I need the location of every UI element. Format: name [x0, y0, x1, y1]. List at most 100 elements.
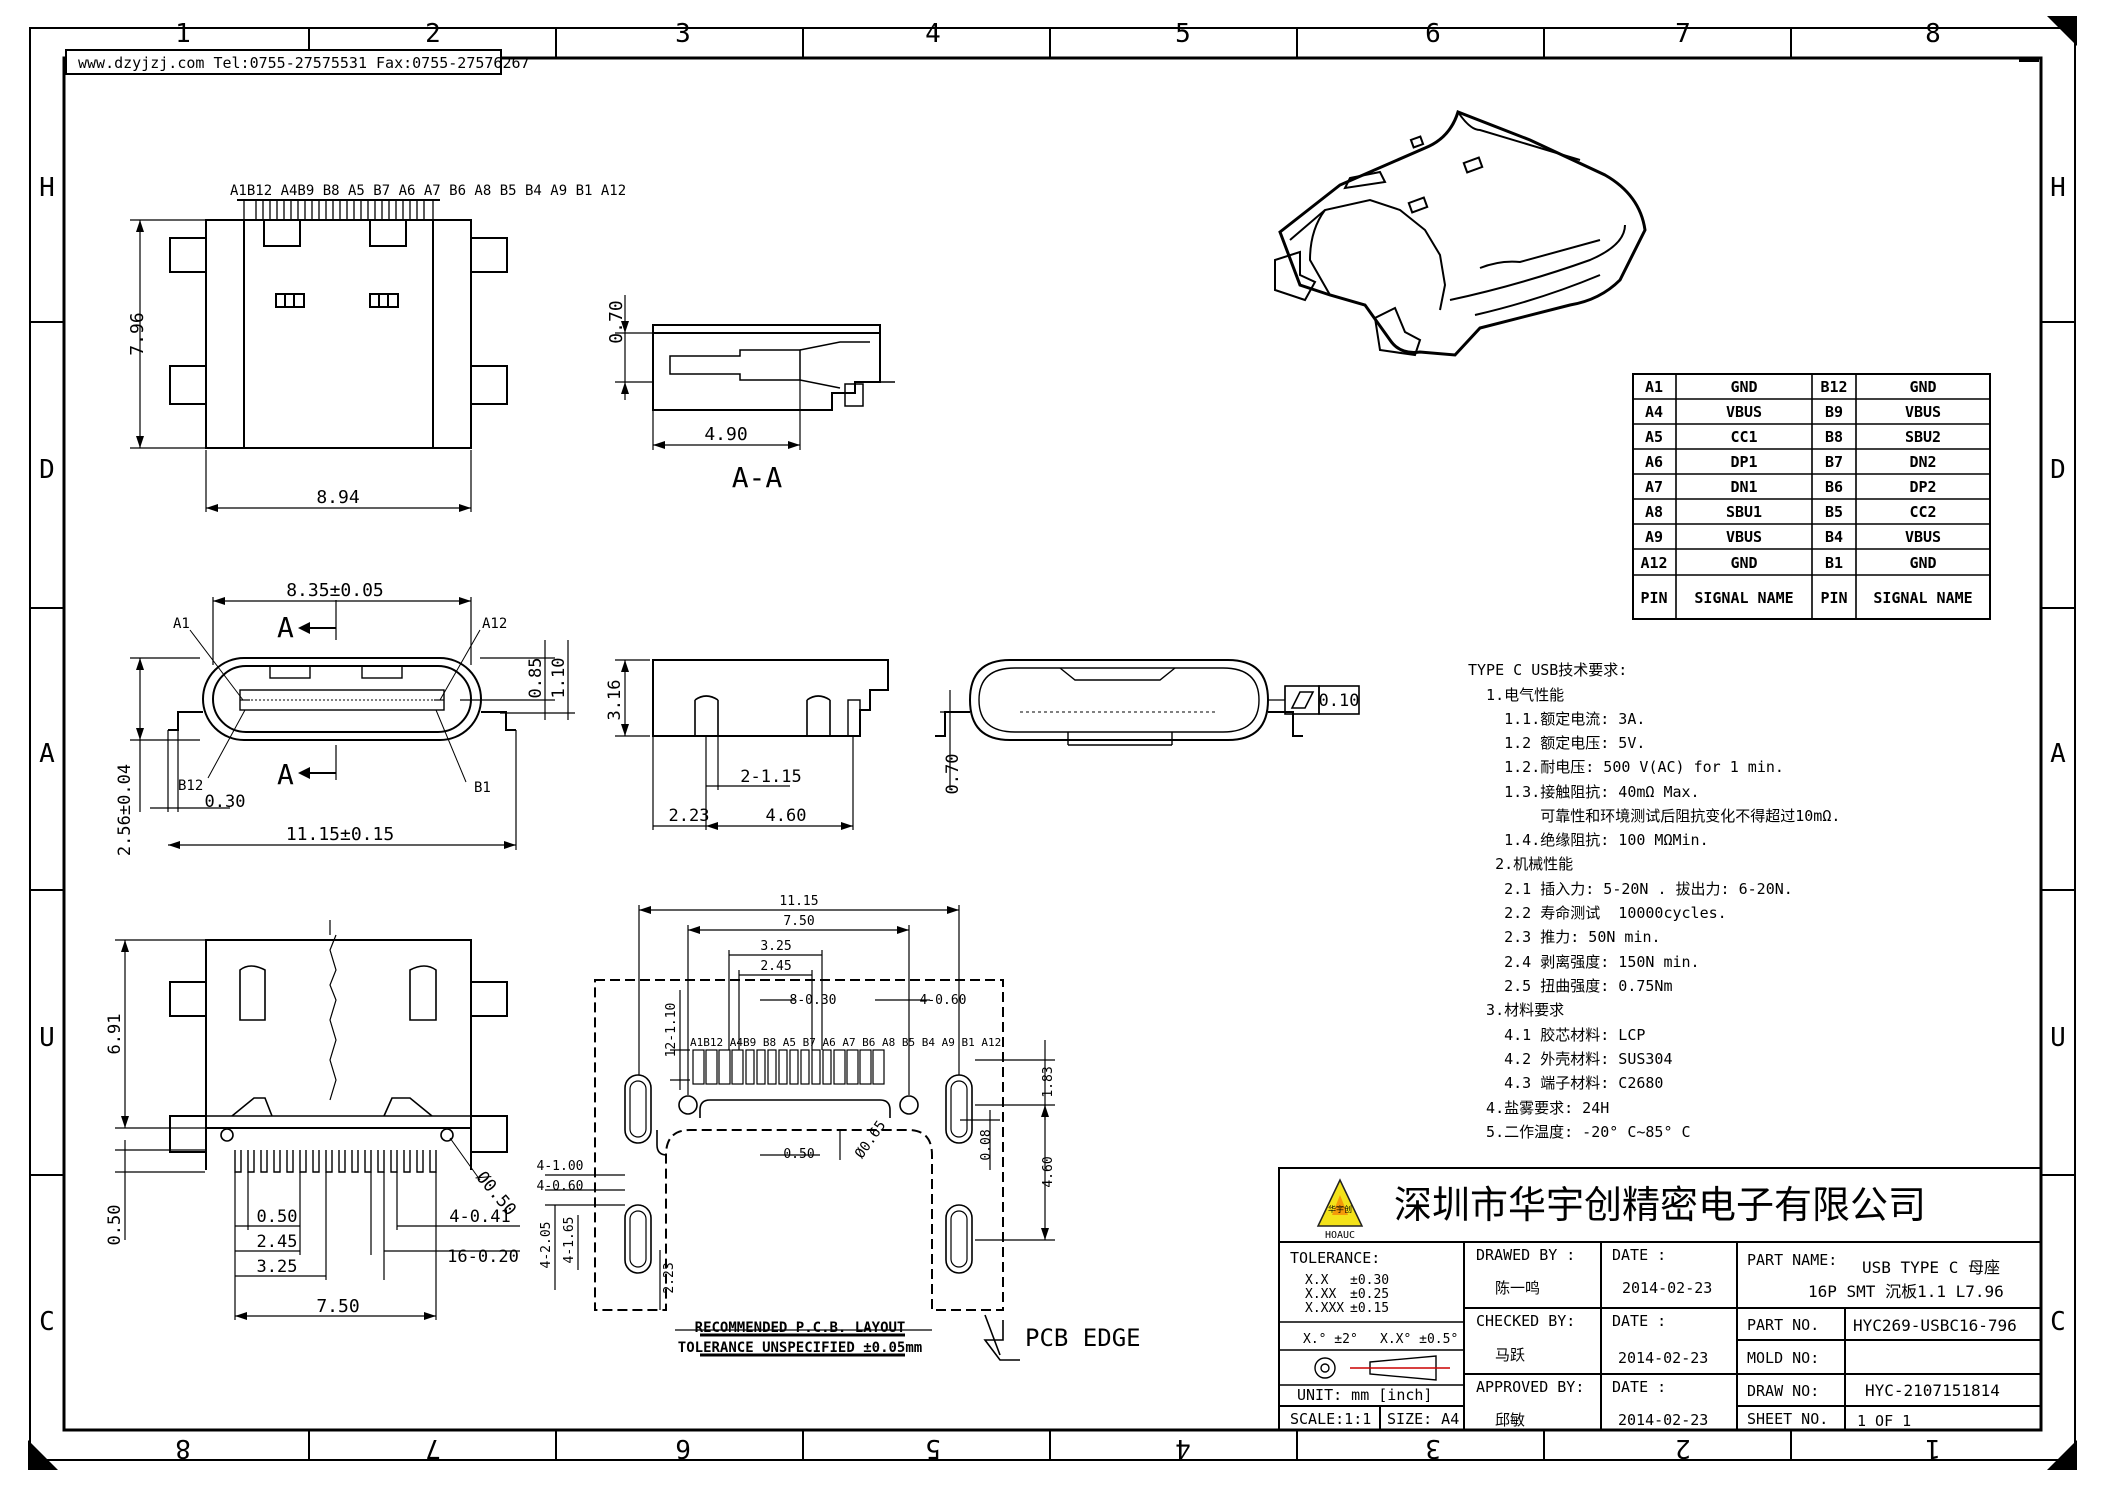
pin-table-cell: B5 — [1825, 503, 1843, 521]
pcb-dim-325: 3.25 — [760, 939, 791, 954]
tolerance-key: X.X — [1305, 1273, 1329, 1288]
front-dim-1115: 11.15±0.15 — [286, 824, 394, 845]
draw-no-value: HYC-2107151814 — [1865, 1381, 2000, 1400]
front-section-marker-bottom: A — [277, 758, 294, 791]
angle-tolerance-1: X.° ±2° — [1303, 1332, 1358, 1347]
front-dim-256: 2.56±0.04 — [115, 764, 135, 856]
bottom-dim-050b: 0.50 — [105, 1205, 125, 1246]
pin-table-header: SIGNAL NAME — [1694, 589, 1793, 607]
side-dim-316: 3.16 — [605, 680, 625, 721]
pcb-dim-4060b: 4-0.60 — [537, 1179, 584, 1194]
scale-label: SCALE:1:1 — [1290, 1410, 1371, 1428]
spec-line: 2.3 推力: 50N min. — [1468, 928, 1661, 946]
pin-table-cell: B4 — [1825, 528, 1843, 546]
side-dim-223: 2.23 — [669, 806, 710, 826]
pin-table-cell: A4 — [1645, 403, 1663, 421]
date-value: 2014-02-23 — [1622, 1279, 1712, 1297]
inner-border — [62, 56, 2043, 1432]
pcb-dim-1115: 11.15 — [779, 894, 818, 909]
projection-symbol-icon — [1314, 1355, 1450, 1381]
pin-table-cell: B8 — [1825, 428, 1843, 446]
pcb-dim-4060: 4-0.60 — [920, 993, 967, 1008]
pcb-dim-008: 0.08 — [979, 1129, 994, 1160]
pcb-dim-183: 1.83 — [1041, 1066, 1056, 1097]
front-dim-030: 0.30 — [205, 792, 246, 812]
pin-table-header: PIN — [1640, 589, 1667, 607]
spec-line: 1.4.绝缘阻抗: 100 MΩMin. — [1468, 831, 1709, 849]
spec-line: 1.电气性能 — [1468, 686, 1564, 704]
pcb-layout-title: RECOMMENDED P.C.B. LAYOUT — [695, 1320, 906, 1336]
bottom-dim-020: 16-0.20 — [447, 1247, 519, 1267]
zone-row-left-D: D — [39, 455, 55, 485]
spec-line: 1.2.耐电压: 500 V(AC) for 1 min. — [1468, 758, 1784, 776]
sheet-no-label: SHEET NO. — [1747, 1410, 1828, 1428]
top-view-pin-labels: A1B12 A4B9 B8 A5 B7 A6 A7 B6 A8 B5 B4 A9… — [230, 183, 626, 199]
date-value: 2014-02-23 — [1618, 1411, 1708, 1429]
part-no-label: PART NO. — [1747, 1316, 1819, 1334]
pcb-dim-12110: 12-1.10 — [664, 1003, 679, 1058]
approved-by-value: 邱敏 — [1495, 1411, 1525, 1429]
title-block-grid — [1278, 1167, 2042, 1431]
size-label: SIZE: A4 — [1387, 1410, 1459, 1428]
spec-line: 4.1 胶芯材料: LCP — [1468, 1026, 1645, 1044]
pin-table: A1 GND B12 GND A4 VBUS B9 VBUS A5 CC1 B8… — [1640, 378, 1972, 607]
pcb-dim-460: 4.60 — [1041, 1156, 1056, 1187]
zone-row-right-D: D — [2050, 455, 2066, 485]
front-section-marker-top: A — [277, 611, 294, 644]
zone-labels: 1 2 3 4 5 6 7 8 8 7 6 5 4 3 2 1 H D A U … — [39, 19, 2066, 1463]
drawn-by-label: DRAWED BY : — [1476, 1246, 1575, 1264]
approved-by-label: APPROVED BY: — [1476, 1378, 1584, 1396]
zone-row-left-H: H — [39, 173, 55, 203]
zone-row-left-A: A — [39, 739, 55, 769]
sheet-no-value: 1 OF 1 — [1857, 1412, 1911, 1430]
pin-table-cell: DP2 — [1909, 478, 1936, 496]
pin-table-cell: SBU1 — [1726, 503, 1762, 521]
spec-line: 4.盐雾要求: 24H — [1468, 1099, 1609, 1117]
pcb-pin-labels: A1B12 A4B9 B8 A5 B7 A6 A7 B6 A8 B5 B4 A9… — [690, 1036, 1001, 1049]
logo-cn-text: 华宇创 — [1328, 1204, 1352, 1214]
tolerance-value: ±0.15 — [1350, 1301, 1389, 1316]
header-strip-text: www.dzyjzj.com Tel:0755-27575531 Fax:075… — [78, 54, 530, 72]
corner-arrow-top-right-icon — [2047, 16, 2077, 46]
pcb-dim-phi065: Ø0.65 — [852, 1118, 889, 1162]
checked-by-label: CHECKED BY: — [1476, 1312, 1575, 1330]
pin-table-cell: B6 — [1825, 478, 1843, 496]
pcb-edge-label: PCB EDGE — [1025, 1324, 1141, 1352]
zone-row-right-C: C — [2050, 1307, 2066, 1337]
zone-col-bottom-6: 6 — [675, 1433, 691, 1463]
view-isometric — [1274, 110, 1647, 357]
pin-table-cell: VBUS — [1905, 403, 1941, 421]
spec-line: TYPE C USB技术要求: — [1468, 661, 1627, 679]
zone-col-4: 4 — [925, 19, 941, 49]
pcb-dim-4205: 4-2.05 — [539, 1222, 554, 1269]
pcb-dim-4165: 4-1.65 — [562, 1217, 577, 1264]
view-section — [615, 295, 895, 450]
pin-table-cell: GND — [1730, 378, 1757, 396]
pin-table-cell: CC2 — [1909, 503, 1936, 521]
section-dim-070: 0.70 — [606, 300, 627, 343]
zone-col-bottom-7: 7 — [425, 1433, 441, 1463]
spec-line: 2.1 插入力: 5-20N . 拔出力: 6-20N. — [1468, 880, 1793, 898]
top-view-dim-height: 7.96 — [127, 312, 148, 355]
zone-col-bottom-5: 5 — [925, 1433, 941, 1463]
pcb-dim-8030: 8-0.30 — [790, 993, 837, 1008]
spec-line: 2.机械性能 — [1468, 855, 1573, 873]
front-pin-A12: A12 — [482, 616, 507, 632]
pin-table-cell: DP1 — [1730, 453, 1757, 471]
zone-ticks — [30, 28, 2075, 1460]
checked-by-value: 马跃 — [1495, 1346, 1525, 1364]
zone-col-bottom-3: 3 — [1425, 1433, 1441, 1463]
view-side — [615, 659, 889, 830]
tolerance-value: ±0.30 — [1350, 1273, 1389, 1288]
zone-col-1: 1 — [175, 19, 191, 49]
spec-line: 可靠性和环境测试后阻抗变化不得超过10mΩ. — [1468, 807, 1840, 825]
pin-table-header: PIN — [1820, 589, 1847, 607]
end-dim-070: 0.70 — [943, 754, 963, 795]
view-bottom — [115, 920, 520, 1320]
pin-table-cell: GND — [1730, 554, 1757, 572]
spec-line: 3.材料要求 — [1468, 1001, 1564, 1019]
zone-col-3: 3 — [675, 19, 691, 49]
side-dim-115: 2-1.15 — [740, 767, 801, 787]
pin-table-cell: A7 — [1645, 478, 1663, 496]
unit-label: UNIT: mm [inch] — [1297, 1386, 1432, 1404]
